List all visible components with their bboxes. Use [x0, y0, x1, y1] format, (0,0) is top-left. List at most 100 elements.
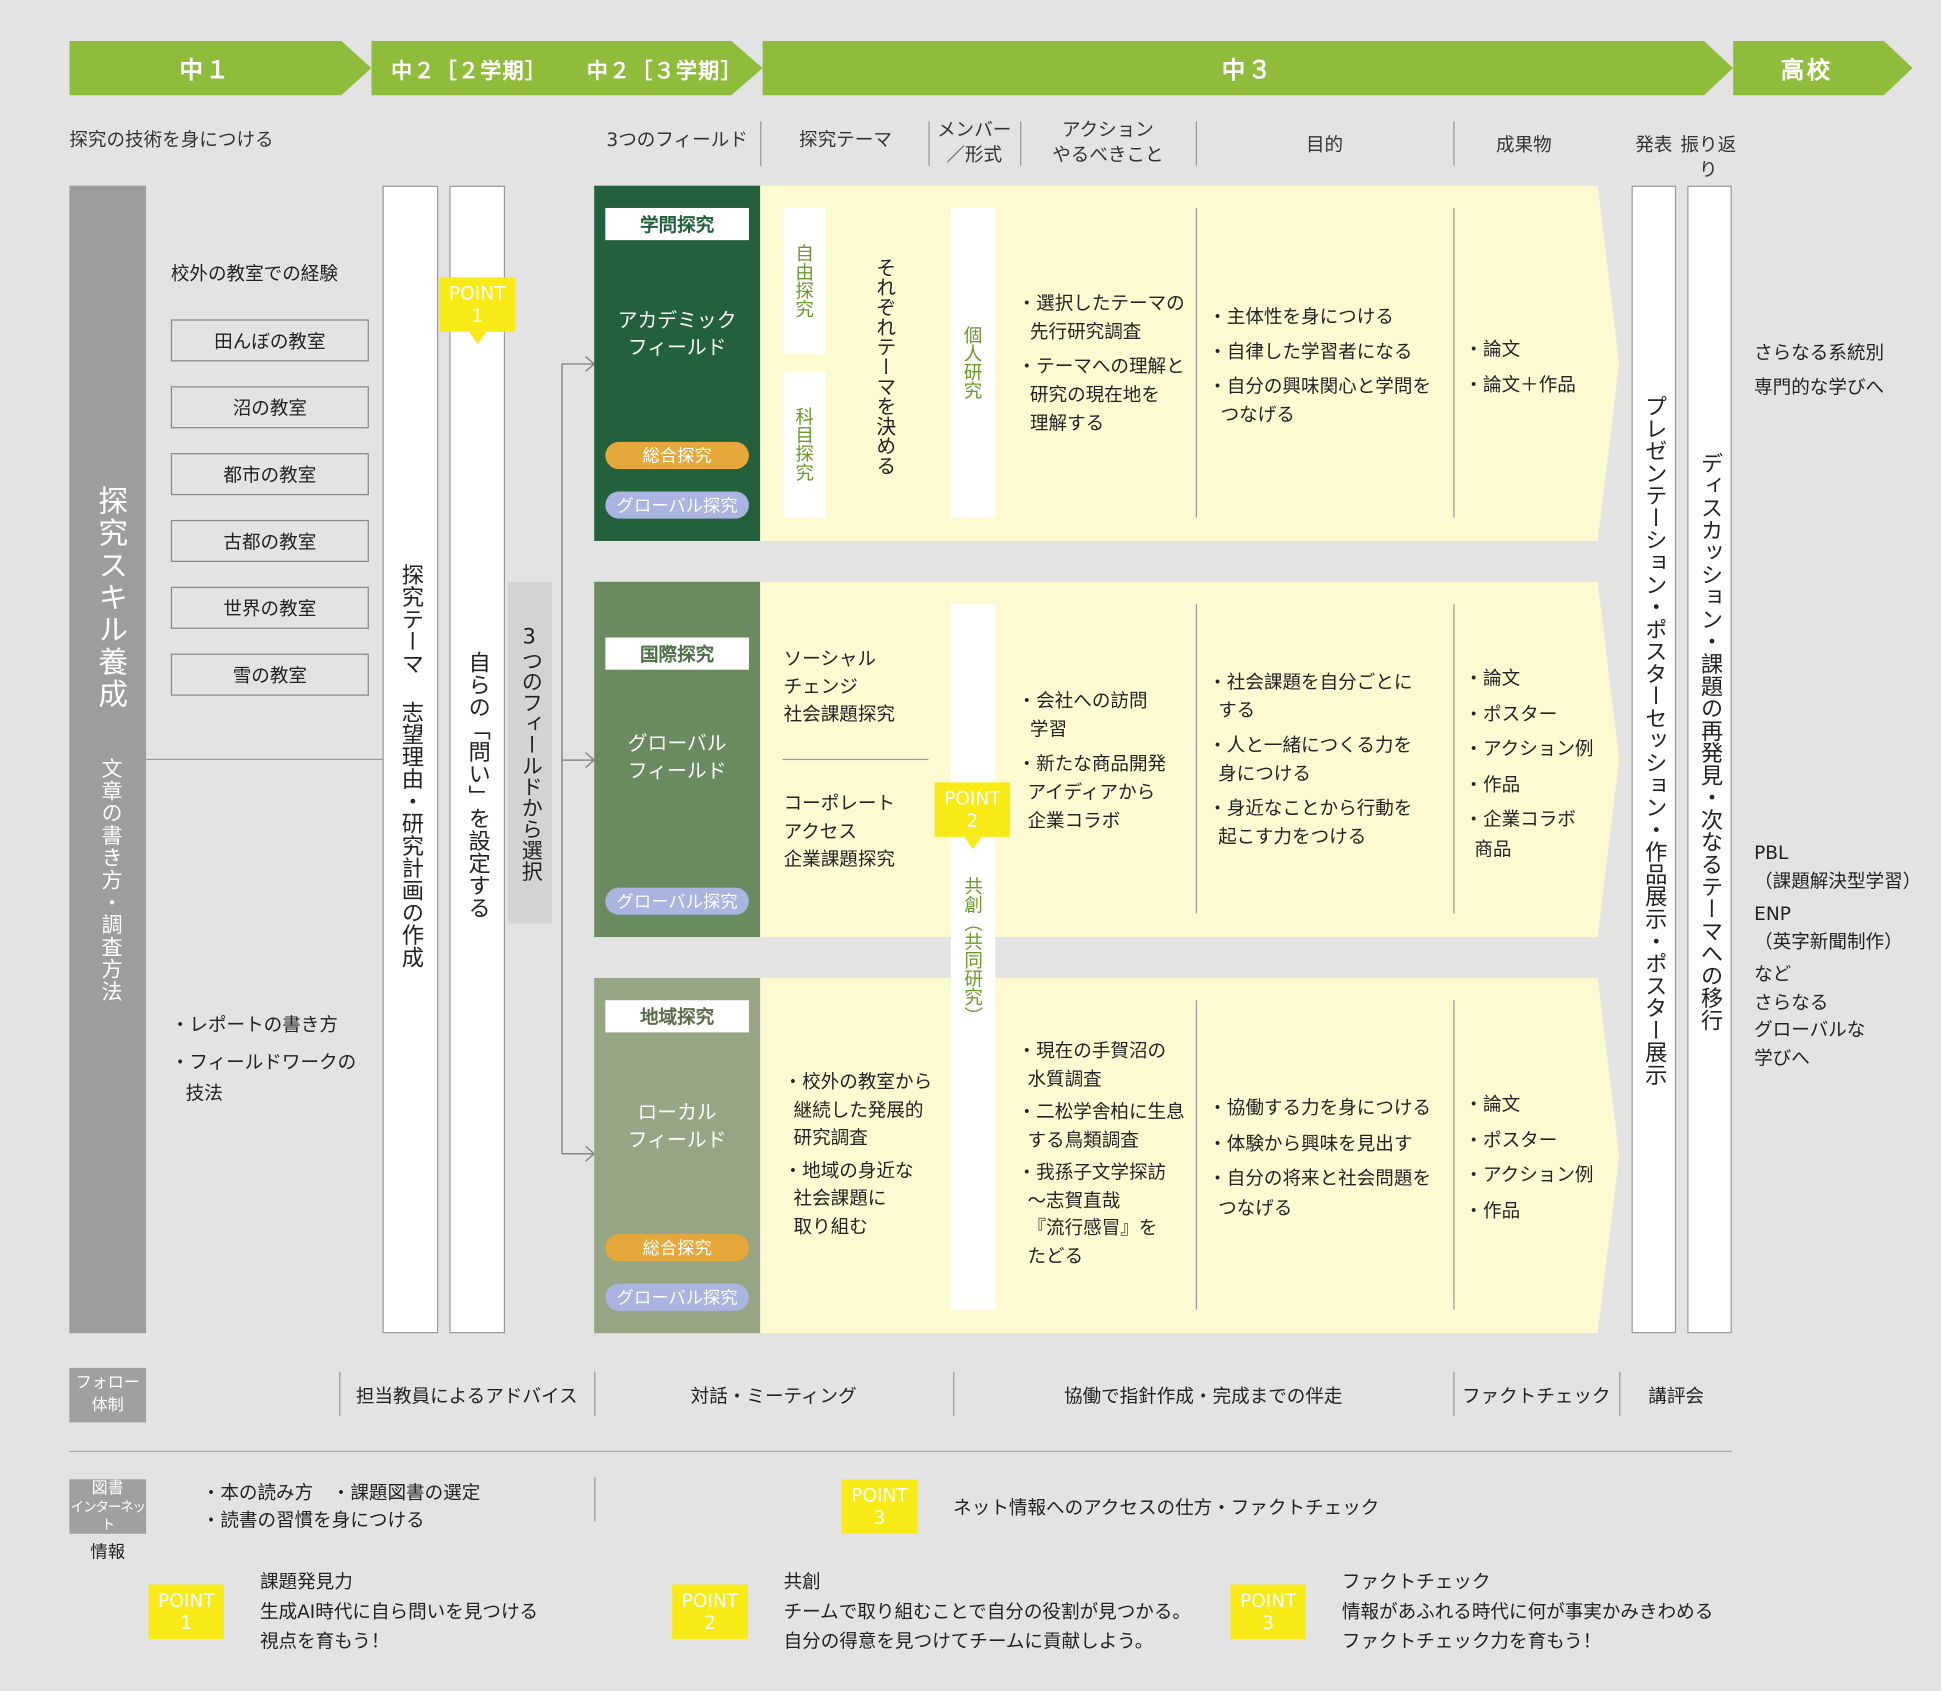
global-output: ・企業コラボ — [1464, 808, 1576, 831]
header-action: アクション やるべきこと — [1023, 119, 1194, 167]
legend-3-text: ファクトチェック 情報があふれる時代に何が事実かみきわめる ファクトチェック力を… — [1342, 1567, 1713, 1656]
academic-action: ・選択したテーマの — [1017, 292, 1185, 315]
field-academic: 学問探究 アカデミック フィールド 総合探究 グローバル探究 — [594, 185, 761, 541]
header-action-line2: やるべきこと — [1052, 142, 1164, 166]
follow-advice: 担当教員によるアドバイス — [355, 1385, 578, 1408]
library-items: ・本の読み方 ・課題図書の選定 ・読書の習慣を身につける — [202, 1481, 481, 1535]
global-actions: ・会社への訪問 学習 ・新たな商品開発 アイディアから 企業コラボ — [1018, 687, 1167, 836]
legend-point-2: POINT 2 — [672, 1584, 748, 1639]
global-purpose: ・身近なことから行動を — [1208, 797, 1413, 820]
legend-1-title: 課題発見力 — [259, 1570, 353, 1594]
local-outputs: ・論文 ・ポスター ・アクション例 ・作品 — [1464, 1087, 1593, 1228]
field-global-tag: 国際探究 — [605, 637, 749, 670]
local-action: 『流行感冒』を — [1027, 1216, 1158, 1240]
select-column: 3つのフィールドから選択 — [507, 581, 553, 924]
global-theme-social-line: チェンジ — [783, 675, 858, 698]
library-tag-line1: 図書 — [91, 1479, 124, 1499]
outside-title: 校外の教室での経験 — [170, 262, 338, 285]
present-column: プレゼンテーション・ポスターセッション・作品展示・ポスター展示 — [1631, 185, 1677, 1334]
header-skills: 探究の技術を身につける — [69, 128, 274, 152]
theme-free-text: 自由探究 — [792, 243, 816, 319]
legend-point-3-line1: POINT — [1239, 1589, 1297, 1612]
legend-point-1-line1: POINT — [158, 1589, 215, 1612]
header-theme: 探究テーマ — [799, 128, 892, 152]
classroom-rice: 田んぼの教室 — [170, 319, 369, 362]
question-column-text: 自らの「問い」を設定する — [464, 650, 491, 918]
classroom-oldcapital: 古都の教室 — [170, 519, 369, 563]
global-action: ・新たな商品開発 — [1017, 752, 1167, 775]
follow-dialogue: 対話・ミーティング — [690, 1385, 857, 1408]
legend-point-2-line1: POINT — [681, 1589, 739, 1612]
academic-output: ・論文＋作品 — [1464, 373, 1576, 396]
field-local-name: ローカル フィールド — [594, 1099, 760, 1154]
field-local-tag: 地域探究 — [605, 1000, 749, 1033]
report-item: 技法 — [185, 1081, 223, 1105]
field-local-pill-global: グローバル探究 — [605, 1283, 749, 1311]
local-purpose: つなげる — [1218, 1196, 1293, 1219]
academic-purpose: ・主体性を身につける — [1208, 305, 1394, 329]
legend-point-3: POINT 3 — [1230, 1584, 1306, 1639]
stage-jh2: 中２［２学期］ 中２［３学期］ — [371, 40, 763, 96]
library-tag-line2: インターネット — [70, 1499, 147, 1533]
legend-2-line1: チームで取り組むことで自分の役割が見つかる。 — [783, 1600, 1191, 1623]
global-action: 学習 — [1029, 718, 1068, 741]
global-purpose: 身につける — [1218, 761, 1311, 785]
academic-action: 研究の現在地を — [1029, 383, 1160, 406]
global-output: ・アクション例 — [1464, 737, 1594, 761]
local-output: ・ポスター — [1464, 1128, 1558, 1151]
field-academic-tag: 学問探究 — [605, 207, 749, 241]
global-action: 企業コラボ — [1027, 809, 1121, 832]
local-themes: ・校外の教室から 継続した発展的 研究調査 ・地域の身近な 社会課題に 取り組む — [784, 1068, 933, 1240]
band-academic — [760, 185, 1620, 541]
local-action: ～志賀直哉 — [1027, 1189, 1121, 1212]
stage-jh1: 中１ — [69, 40, 372, 96]
header-reflect: 振り返り — [1680, 133, 1737, 181]
present-column-text: プレゼンテーション・ポスターセッション・作品展示・ポスター展示 — [1641, 394, 1668, 1086]
academic-action: ・テーマへの理解と — [1017, 354, 1185, 377]
reflect-column-text: ディスカッション・課題の再発見・次なるテーマへの移行 — [1697, 451, 1724, 1032]
local-theme: ・校外の教室から — [783, 1070, 933, 1094]
follow-tag: フォロー 体制 — [69, 1367, 147, 1423]
point-3-marker: POINT 3 — [841, 1479, 918, 1534]
global-theme-corporate-line: 企業課題探究 — [783, 847, 896, 871]
question-column: 自らの「問い」を設定する — [449, 185, 506, 1334]
field-global-name: グローバル フィールド — [594, 730, 760, 785]
local-output: ・アクション例 — [1464, 1163, 1594, 1186]
legend-2-line2: 自分の得意を見つけてチームに貢献しよう。 — [783, 1630, 1154, 1653]
library-tag: 図書 インターネット — [69, 1479, 147, 1534]
local-purposes: ・協働する力を身につける ・体験から興味を見出す ・自分の将来と社会問題を つな… — [1208, 1091, 1431, 1219]
plan-column: 探究テーマ 志望理由・研究計画の作成 — [382, 185, 439, 1334]
follow-tag-line2: 体制 — [91, 1396, 124, 1415]
member-cocreation-text: 共創（共同研究） — [961, 876, 985, 1025]
library-tag-info: 情報 — [90, 1542, 126, 1563]
academic-action: 理解する — [1029, 412, 1105, 435]
local-theme: 研究調査 — [793, 1126, 868, 1149]
field-local-name-line2: フィールド — [627, 1128, 727, 1152]
stage-jh1-label: 中１ — [179, 56, 232, 84]
academic-outputs: ・論文 ・論文＋作品 — [1464, 332, 1575, 403]
field-global-name-line2: フィールド — [627, 759, 727, 783]
theme-subject-text: 科目探究 — [792, 407, 816, 482]
highschool-note-b-line: （英字新聞制作） — [1754, 930, 1903, 953]
stage-highschool-label: 高校 — [1780, 56, 1833, 84]
global-output: ・ポスター — [1464, 702, 1558, 725]
legend-1-text: 課題発見力 生成AI時代に自ら問いを見つける 視点を育もう！ — [260, 1567, 538, 1656]
highschool-note-a-line: 専門的な学びへ — [1754, 376, 1885, 399]
point-2-line1: POINT — [944, 787, 1001, 810]
global-theme-corporate: コーポレート アクセス 企業課題探究 — [784, 790, 895, 874]
stage-jh3-label: 中３ — [1221, 56, 1274, 84]
academic-purposes: ・主体性を身につける ・自律した学習者になる ・自分の興味関心と学問を つなげる — [1208, 301, 1431, 426]
field-global: 国際探究 グローバル フィールド グローバル探究 — [594, 581, 761, 938]
field-academic-name-line1: アカデミック — [617, 308, 737, 332]
library-item: ・読書の習慣を身につける — [201, 1508, 425, 1531]
local-theme: 取り組む — [793, 1214, 868, 1238]
field-local-pill-integrated: 総合探究 — [605, 1234, 749, 1262]
legend-1-line2: 視点を育もう！ — [259, 1630, 390, 1653]
field-academic-pill-integrated: 総合探究 — [605, 441, 749, 470]
local-action: ・我孫子文学探訪 — [1017, 1161, 1167, 1184]
highschool-note-b-line: など — [1754, 963, 1792, 986]
plan-column-text: 探究テーマ 志望理由・研究計画の作成 — [397, 563, 424, 969]
follow-review: 講評会 — [1648, 1385, 1704, 1408]
field-academic-pill-global: グローバル探究 — [605, 491, 749, 519]
